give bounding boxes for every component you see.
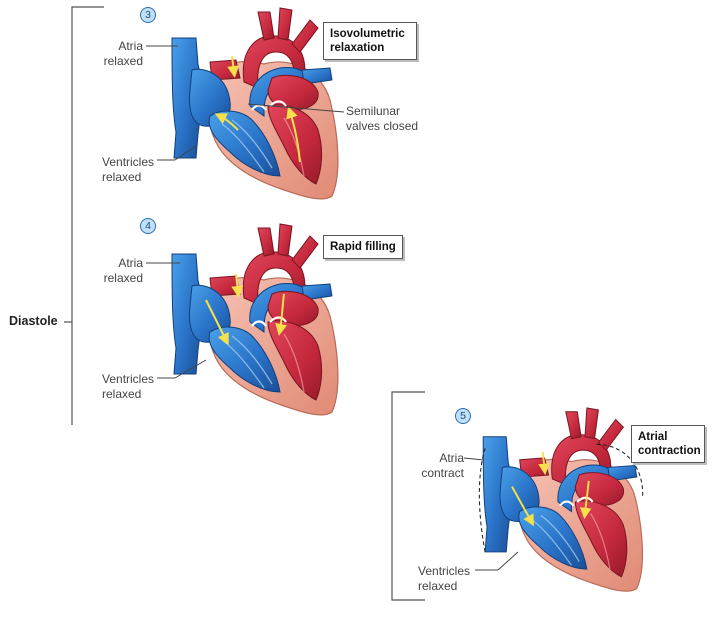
- callout-line: [174, 145, 197, 161]
- heart-stage-3: [170, 6, 340, 201]
- stage-5-ventricles-label: Ventricles relaxed: [418, 564, 471, 593]
- flow-arrow: [275, 293, 288, 336]
- callout-line: [463, 457, 485, 461]
- flow-arrow: [214, 113, 239, 131]
- contraction-outline: [478, 448, 486, 553]
- heart-stage-4: [170, 222, 340, 417]
- flow-arrow: [231, 273, 244, 298]
- stage-3-atria-label: Atria relaxed: [103, 39, 143, 68]
- stage-3-valves-label: Semilunar valves closed: [346, 104, 419, 133]
- stage-4-atria-label: Atria relaxed: [103, 256, 143, 285]
- flow-arrow: [205, 299, 229, 346]
- stage-number-4: 4: [140, 218, 156, 234]
- contraction-outline: [596, 443, 644, 499]
- diastole-label: Diastole: [9, 314, 58, 328]
- flow-arrow: [579, 480, 592, 520]
- stage-3-title: Isovolumetric relaxation: [323, 22, 417, 60]
- diastole-bracket: [71, 6, 104, 425]
- flow-arrow: [227, 55, 240, 78]
- stage-5-atria-label: Atria contract: [421, 451, 464, 480]
- stage-4-ventricles-label: Ventricles relaxed: [102, 372, 155, 401]
- callout-line: [174, 359, 207, 379]
- stage-number-3: 3: [140, 7, 156, 23]
- callout-line: [247, 103, 345, 113]
- stage-4-title: Rapid filling: [323, 235, 403, 259]
- flow-arrow: [511, 486, 534, 527]
- stage-3-ventricles-label: Ventricles relaxed: [102, 155, 155, 184]
- flow-arrow: [538, 451, 550, 476]
- stage-5-title: Atrial contraction: [631, 425, 705, 463]
- heart-stage-5: [478, 406, 644, 593]
- flow-arrow: [286, 106, 301, 163]
- diastole-bracket-lower: [391, 391, 425, 601]
- callout-line: [497, 551, 519, 571]
- stage-number-5: 5: [455, 408, 471, 424]
